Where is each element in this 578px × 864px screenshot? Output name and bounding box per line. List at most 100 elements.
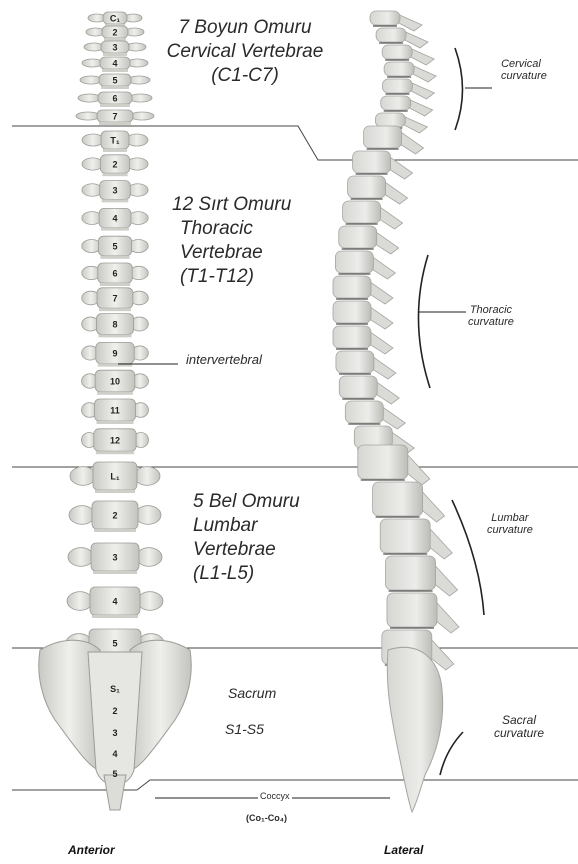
lateral-view-label: Lateral [384, 843, 423, 857]
anterior-view-label: Anterior [68, 843, 115, 857]
vertebra-label: 8 [112, 320, 117, 330]
lumbar-curvature-label: Lumbar curvature [487, 512, 533, 536]
sacral-vertebra-label: 2 [112, 706, 117, 716]
coccyx-range: (Co₁-Co₄) [246, 814, 287, 824]
sacral-vertebra-label: 3 [112, 728, 117, 738]
lumbar-bracket [452, 500, 484, 615]
cervical-group-label: 7 Boyun Omuru Cervical Vertebrae (C1-C7) [140, 18, 350, 90]
vertebra-cervical-4: 4 [82, 57, 148, 72]
lateral-vertebra [339, 226, 399, 254]
vertebra-cervical-6: 6 [78, 92, 152, 107]
vertebra-thoracic-10: 3 [82, 181, 148, 203]
lateral-vertebra [386, 556, 458, 596]
vertebra-label: 4 [112, 59, 117, 69]
lateral-vertebra [353, 151, 413, 179]
thoracic-group-label: 12 Sırt Omuru Thoracic Vertebrae (T1-T12… [172, 195, 291, 291]
intervertebral-label: intervertebral [186, 353, 262, 367]
sacral-bracket [440, 732, 463, 775]
vertebra-label: 2 [112, 160, 117, 170]
vertebra-thoracic-15: 8 [82, 314, 149, 338]
coccyx-name: Coccyx [258, 792, 292, 802]
lateral-vertebra [333, 326, 393, 354]
lateral-vertebra [358, 445, 430, 485]
vertebra-label: 3 [112, 43, 117, 53]
vertebra-label: 6 [112, 94, 117, 104]
vertebra-lumbar-21: 2 [69, 501, 161, 532]
lateral-vertebra [339, 376, 399, 404]
lateral-vertebra [335, 251, 395, 279]
sacrum-name: Sacrum [228, 686, 276, 701]
thoracic-count-text: 12 Sırt Omuru [172, 195, 291, 219]
lateral-vertebra [345, 401, 405, 429]
vertebra-label: L₁ [110, 472, 119, 482]
cervical-count-text: 7 Boyun Omuru [140, 18, 350, 42]
lateral-vertebra [333, 276, 393, 304]
thoracic-range: (T1-T12) [172, 267, 291, 291]
vertebra-label: 5 [112, 639, 117, 649]
thoracic-curvature-line-2: curvature [468, 316, 514, 328]
lateral-vertebra [380, 519, 452, 559]
vertebra-label: 11 [110, 406, 120, 416]
vertebra-label: 9 [112, 349, 117, 359]
lateral-vertebra [333, 301, 393, 329]
vertebra-cervical-3: 3 [84, 41, 146, 56]
vertebra-thoracic-18: 11 [82, 399, 149, 424]
lumbar-count-text: 5 Bel Omuru [193, 492, 300, 516]
vertebra-lumbar-22: 3 [68, 543, 162, 574]
cervical-latin-name: Cervical Vertebrae [140, 42, 350, 66]
lateral-vertebra [348, 176, 408, 204]
cervical-curvature-line-1: Cervical [495, 58, 547, 70]
vertebra-thoracic-11: 4 [82, 208, 148, 230]
cervical-bracket [455, 48, 463, 130]
thoracic-curvature-line-1: Thoracic [468, 304, 514, 316]
vertebra-cervical-1: C₁ [88, 12, 142, 27]
sacrum-anterior [39, 640, 191, 810]
vertebra-cervical-2: 2 [86, 26, 144, 41]
lumbar-group-label: 5 Bel Omuru Lumbar Vertebrae (L1-L5) [193, 492, 300, 588]
vertebra-lumbar-20: L₁ [70, 462, 160, 493]
vertebra-thoracic-9: 2 [82, 155, 148, 176]
lateral-vertebra [343, 201, 403, 229]
vertebra-thoracic-16: 9 [82, 342, 149, 366]
lumbar-curvature-line-1: Lumbar [487, 512, 533, 524]
cervical-curvature-line-2: curvature [501, 70, 547, 82]
thoracic-latin-1: Thoracic [172, 219, 291, 243]
coccyx-anterior [104, 775, 126, 810]
sacrum-range: S1-S5 [225, 722, 264, 737]
vertebra-thoracic-8: T₁ [82, 131, 148, 152]
vertebra-label: 4 [112, 597, 117, 607]
vertebra-thoracic-14: 7 [82, 288, 149, 311]
sacral-curvature-line-2: curvature [494, 727, 544, 740]
vertebra-label: 5 [112, 76, 117, 86]
sacrum-lateral [387, 647, 442, 812]
lateral-spine [333, 11, 459, 812]
sacral-vertebra-label: 5 [112, 769, 117, 779]
vertebra-label: C₁ [110, 14, 120, 24]
vertebra-thoracic-17: 10 [82, 370, 149, 395]
vertebra-label: 4 [112, 214, 117, 224]
lateral-vertebra [387, 593, 459, 633]
vertebra-label: T₁ [110, 136, 119, 146]
sacral-vertebra-label: 4 [112, 749, 117, 759]
vertebra-label: 10 [110, 377, 120, 387]
vertebra-label: 5 [112, 242, 117, 252]
vertebra-label: 2 [112, 28, 117, 38]
thoracic-latin-2: Vertebrae [172, 243, 291, 267]
vertebra-lumbar-23: 4 [67, 587, 163, 618]
vertebra-label: 6 [112, 269, 117, 279]
lumbar-range: (L1-L5) [193, 564, 300, 588]
cervical-range: (C1-C7) [140, 66, 350, 90]
vertebra-label: 3 [112, 553, 117, 563]
vertebra-label: 2 [112, 511, 117, 521]
divider-coccyx-lateral [137, 780, 578, 790]
lateral-vertebra [373, 482, 445, 522]
lateral-vertebra [336, 351, 396, 379]
vertebra-label: 7 [112, 112, 117, 122]
lumbar-latin-2: Vertebrae [193, 540, 300, 564]
sacral-vertebra-label: S₁ [110, 684, 120, 694]
cervical-curvature-label: Cervical curvature [495, 58, 547, 82]
lumbar-curvature-line-2: curvature [487, 524, 533, 536]
vertebra-thoracic-19: 12 [81, 429, 148, 454]
